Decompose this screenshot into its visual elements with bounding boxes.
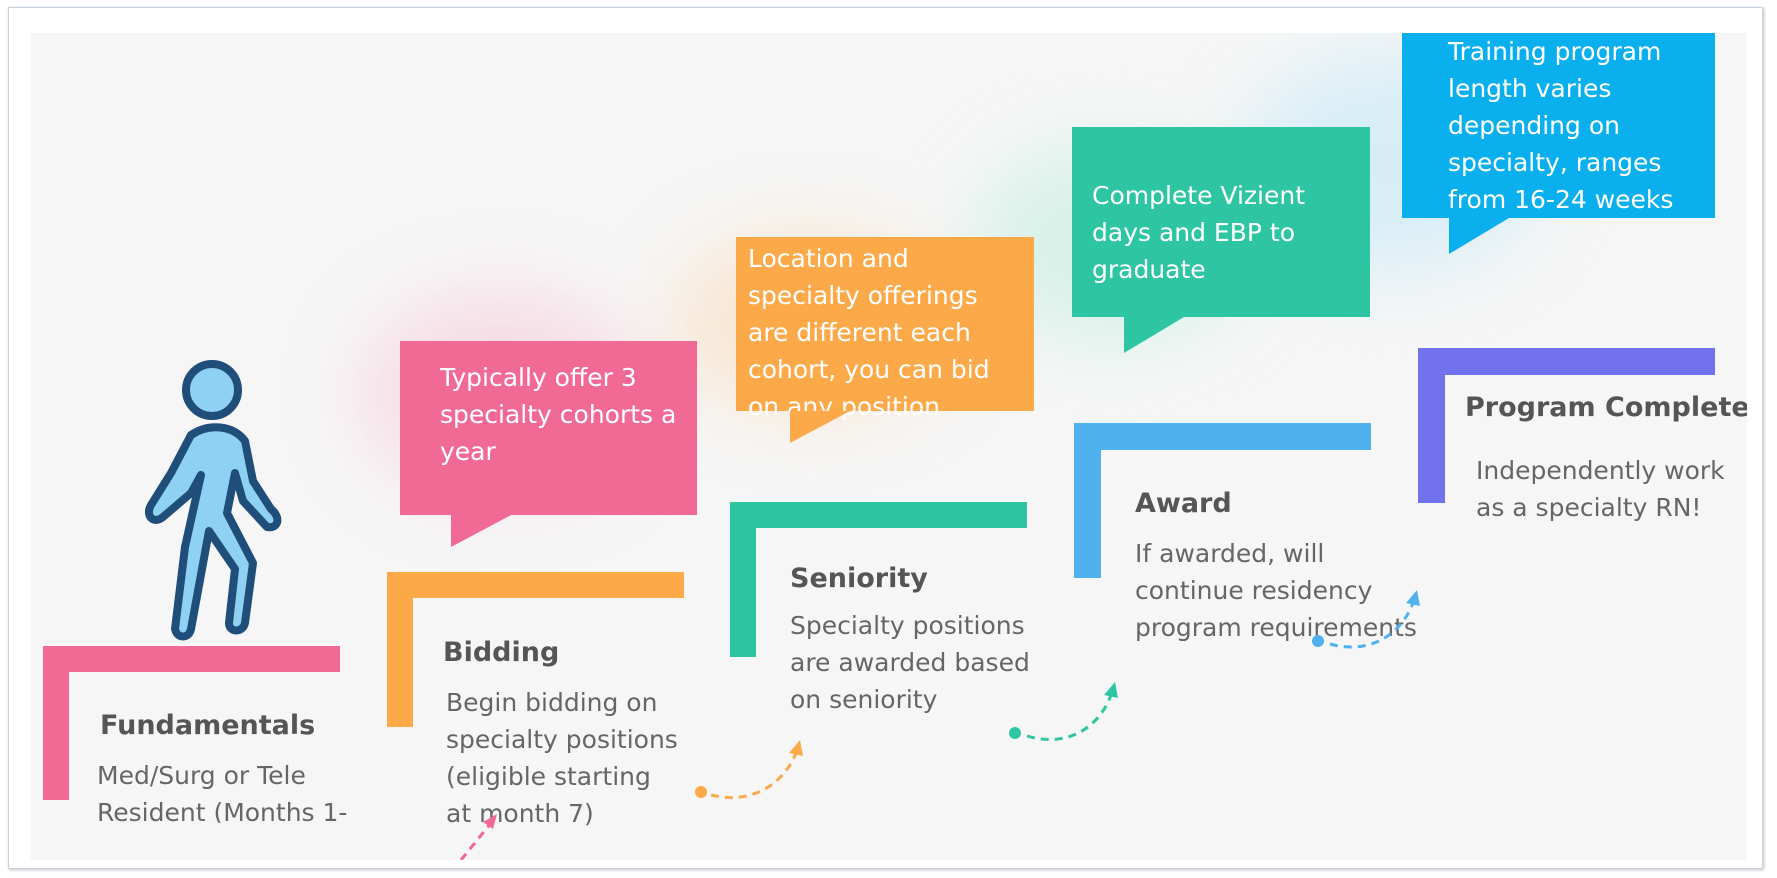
step-4-side-bar bbox=[1074, 423, 1101, 578]
dashed-arrow-icon bbox=[1009, 727, 1021, 739]
step-1-title: Fundamentals bbox=[100, 710, 316, 741]
dashed-arrow-icon bbox=[483, 814, 497, 829]
walking-person-icon bbox=[144, 360, 282, 641]
dashed-arrow-icon bbox=[710, 752, 798, 800]
step-4-title: Award bbox=[1135, 488, 1232, 519]
step-3-title: Seniority bbox=[790, 563, 928, 594]
callout-3-tail bbox=[1124, 317, 1184, 353]
step-3-top-bar bbox=[730, 502, 1027, 528]
callout-4-text: Training program length varies depending… bbox=[1448, 37, 1674, 214]
step-2-side-bar bbox=[387, 572, 413, 727]
dashed-arrow-icon bbox=[459, 822, 493, 860]
callout-2: Location and specialty offerings are dif… bbox=[736, 237, 1034, 421]
callout-1-tail bbox=[451, 515, 511, 547]
step-4-description: If awarded, will continue residency prog… bbox=[1135, 539, 1417, 642]
step-4-top-bar bbox=[1074, 423, 1371, 450]
step-5-top-bar bbox=[1418, 348, 1715, 375]
diagram-canvas: Fundamentals Med/Surg or Tele Resident (… bbox=[31, 33, 1747, 860]
step-1-top-bar bbox=[43, 646, 340, 672]
dashed-arrows bbox=[459, 590, 1420, 860]
dashed-arrow-icon bbox=[1026, 694, 1113, 741]
dashed-arrow-icon bbox=[1406, 590, 1420, 606]
step-2-top-bar bbox=[387, 572, 684, 598]
dashed-arrow-icon bbox=[789, 740, 803, 756]
step-5-title: Program Complete bbox=[1465, 392, 1747, 423]
step-3-description: Specialty positions are awarded based on… bbox=[790, 611, 1030, 714]
callout-4-tail bbox=[1449, 218, 1509, 254]
step-2-description: Begin bidding on specialty positions (el… bbox=[446, 688, 678, 828]
callout-4: Training program length varies depending… bbox=[1402, 33, 1715, 218]
step-1-side-bar bbox=[43, 646, 69, 800]
dashed-arrow-icon bbox=[1104, 682, 1118, 698]
dashed-arrow-icon bbox=[1329, 602, 1415, 649]
step-2-title: Bidding bbox=[443, 637, 560, 668]
step-5-description: Independently work as a specialty RN! bbox=[1476, 456, 1725, 522]
callout-2-tail bbox=[790, 411, 850, 443]
dashed-arrow-icon bbox=[1312, 635, 1324, 647]
step-1-description: Med/Surg or Tele Resident (Months 1-6) bbox=[97, 761, 348, 823]
callout-2-text: Location and specialty offerings are dif… bbox=[748, 244, 990, 421]
callout-1-text: Typically offer 3 specialty cohorts a ye… bbox=[440, 363, 677, 466]
callout-3-text: Complete Vizient days and EBP to graduat… bbox=[1092, 181, 1306, 284]
callout-1: Typically offer 3 specialty cohorts a ye… bbox=[400, 341, 697, 515]
dashed-arrow-icon bbox=[695, 786, 707, 798]
step-5-side-bar bbox=[1418, 348, 1445, 503]
step-3-side-bar bbox=[730, 502, 756, 657]
callout-3: Complete Vizient days and EBP to graduat… bbox=[1072, 127, 1370, 317]
